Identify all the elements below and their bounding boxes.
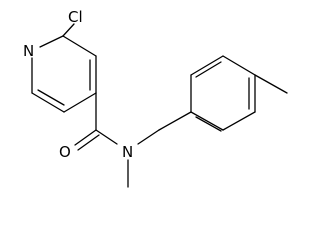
structure-canvas: Cl N O N [23,8,288,188]
bond-n1-c2 [39,35,64,48]
bond-ar1-ar2 [190,111,224,131]
bond-c5-c6-inner [37,89,65,106]
bond-ar4-methyl [254,74,288,94]
pyridine-nitrogen-label: N [23,42,34,60]
bond-c4-c5 [63,92,97,113]
bond-ar5-ar6 [190,55,224,76]
bond-c5-c6 [31,92,65,113]
bond-carbonyl-amide-n [95,129,118,145]
bond-ar5-ar6-inner [195,61,222,78]
amide-nitrogen-label: N [122,143,133,161]
chlorine-label: Cl [68,8,83,26]
carbonyl-oxygen-label: O [59,143,71,161]
bond-c2-c3 [62,35,97,57]
chemical-structure: Cl N O N [23,8,288,188]
bond-ar1-ar2-inner [195,116,222,132]
bond-n-ch2 [137,129,160,145]
bond-carbonyl-oxygen [74,129,97,146]
bond-ar2-ar3 [222,111,256,131]
bond-ar4-ar5 [222,55,256,76]
bond-c2-cl [62,23,75,37]
bond-carbonyl-oxygen-second [77,134,100,151]
bond-ch2-aryl [158,111,192,131]
